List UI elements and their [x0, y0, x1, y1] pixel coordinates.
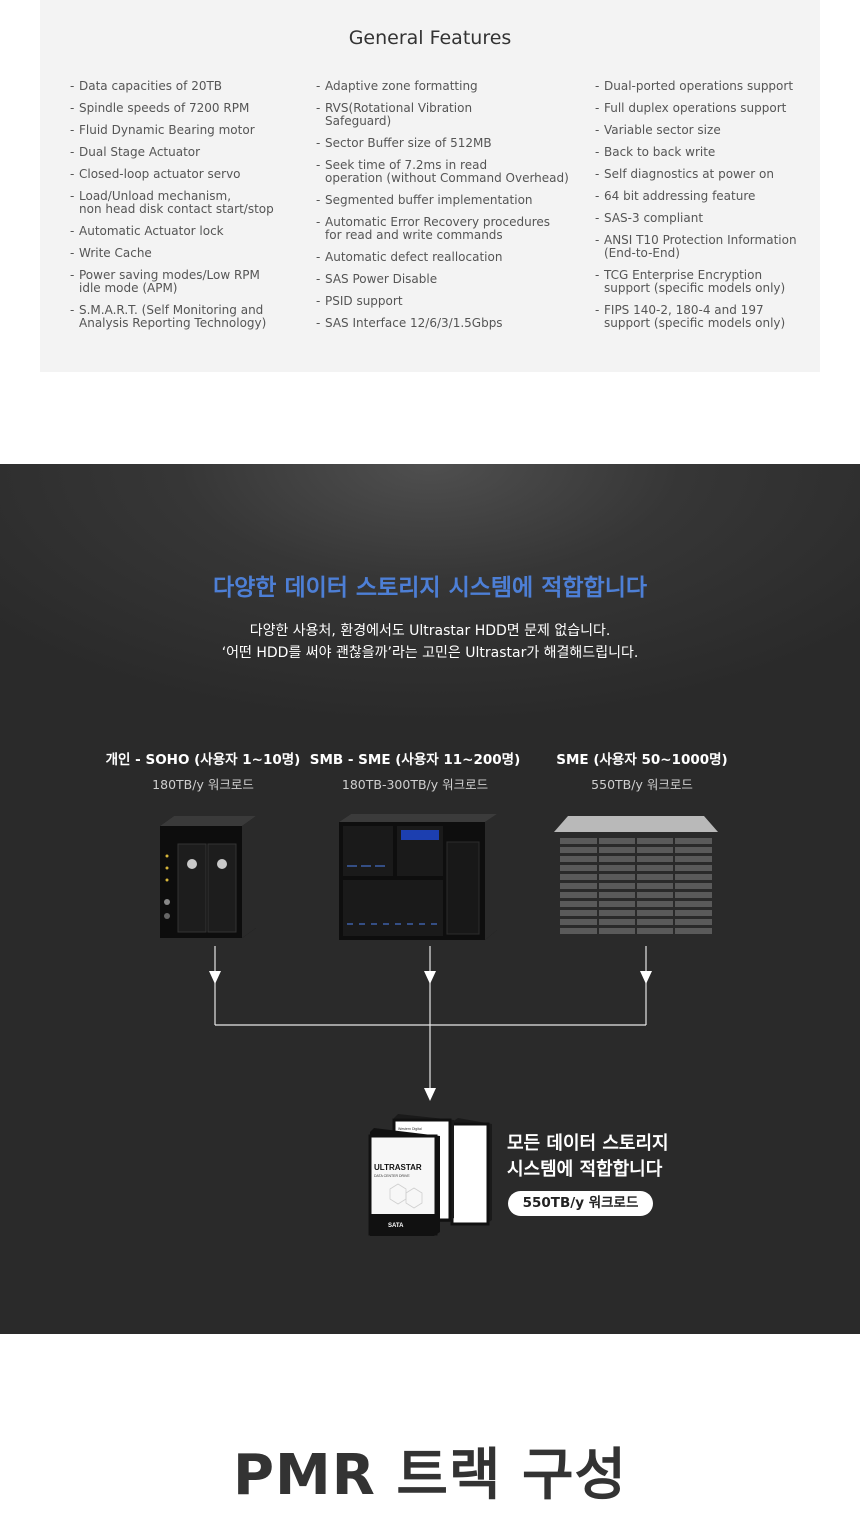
workload-badge: 550TB/y 워크로드	[508, 1191, 653, 1216]
feature-item: Automatic defect reallocation	[316, 251, 586, 265]
feature-item: Sector Buffer size of 512MB	[316, 137, 586, 151]
pmr-section-title: PMR 트랙 구성	[233, 1443, 627, 1508]
features-title: General Features	[348, 27, 512, 49]
feature-item: Spindle speeds of 7200 RPM	[70, 102, 300, 116]
feature-item: PSID support	[316, 295, 586, 309]
features-column-3: Dual-ported operations support Full dupl…	[595, 80, 820, 339]
segment-title: SME (사용자 50~1000명)	[556, 752, 728, 768]
segment-workload: 180TB/y 워크로드	[152, 777, 254, 792]
description-line-2: ‘어떤 HDD를 써야 괜찮을까’라는 고민은 Ultrastar가 해결해드립…	[221, 645, 639, 661]
features-column-1: Data capacities of 20TB Spindle speeds o…	[70, 80, 300, 339]
feature-item: TCG Enterprise Encryption support (speci…	[595, 269, 820, 295]
feature-item: Write Cache	[70, 247, 300, 261]
drive-sub-label: DATA CENTER DRIVE	[374, 1174, 410, 1178]
feature-item: S.M.A.R.T. (Self Monitoring and Analysis…	[70, 304, 300, 330]
result-line-2: 시스템에 적합합니다	[507, 1159, 663, 1180]
nas-2bay-image	[160, 816, 256, 938]
ultrastar-drives-image: ULTRASTAR DATA CENTER DRIVE Western Digi…	[368, 1114, 492, 1236]
result-heading: 모든 데이터 스토리지 시스템에 적합합니다	[507, 1131, 669, 1183]
feature-item: Back to back write	[595, 146, 820, 160]
feature-item: Fluid Dynamic Bearing motor	[70, 124, 300, 138]
feature-item: SAS Power Disable	[316, 273, 586, 287]
feature-item: Self diagnostics at power on	[595, 168, 820, 182]
rack-server-image	[554, 816, 718, 942]
segment-workload: 550TB/y 워크로드	[591, 777, 693, 792]
storage-description: 다양한 사용처, 환경에서도 Ultrastar HDD면 문제 없습니다. ‘…	[0, 620, 860, 664]
description-line-1: 다양한 사용처, 환경에서도 Ultrastar HDD면 문제 없습니다.	[249, 623, 611, 639]
storage-systems-section: 다양한 데이터 스토리지 시스템에 적합합니다 다양한 사용처, 환경에서도 U…	[0, 464, 860, 1334]
segment-smb: SMB - SME (사용자 11~200명) 180TB-300TB/y 워크…	[305, 748, 525, 793]
feature-item: Full duplex operations support	[595, 102, 820, 116]
feature-item: Automatic Error Recovery procedures for …	[316, 216, 586, 242]
feature-item: Data capacities of 20TB	[70, 80, 300, 94]
result-line-1: 모든 데이터 스토리지	[507, 1133, 669, 1154]
flow-diagram-lines	[209, 946, 652, 1101]
feature-item: Automatic Actuator lock	[70, 225, 300, 239]
segment-workload: 180TB-300TB/y 워크로드	[341, 777, 489, 792]
general-features-panel: General Features Data capacities of 20TB…	[40, 0, 820, 372]
segment-sme: SME (사용자 50~1000명) 550TB/y 워크로드	[532, 748, 752, 793]
feature-item: Segmented buffer implementation	[316, 194, 586, 208]
feature-item: SAS-3 compliant	[595, 212, 820, 226]
segment-soho: 개인 - SOHO (사용자 1~10명) 180TB/y 워크로드	[93, 748, 313, 793]
drive-type-label: SATA	[388, 1223, 404, 1229]
feature-item: ANSI T10 Protection Information (End-to-…	[595, 234, 820, 260]
feature-item: Dual-ported operations support	[595, 80, 820, 94]
feature-item: Power saving modes/Low RPM idle mode (AP…	[70, 269, 300, 295]
feature-item: FIPS 140-2, 180-4 and 197 support (speci…	[595, 304, 820, 330]
segment-title: SMB - SME (사용자 11~200명)	[309, 752, 521, 768]
feature-item: Variable sector size	[595, 124, 820, 138]
drive-brand-label: ULTRASTAR	[374, 1163, 422, 1172]
segment-title: 개인 - SOHO (사용자 1~10명)	[105, 752, 301, 768]
feature-item: 64 bit addressing feature	[595, 190, 820, 204]
storage-headline: 다양한 데이터 스토리지 시스템에 적합합니다	[212, 575, 648, 601]
features-column-2: Adaptive zone formatting RVS(Rotational …	[316, 80, 586, 339]
feature-item: Closed-loop actuator servo	[70, 168, 300, 182]
feature-item: SAS Interface 12/6/3/1.5Gbps	[316, 317, 586, 331]
nas-16bay-image	[339, 814, 497, 940]
feature-item: RVS(Rotational Vibration Safeguard)	[316, 102, 586, 128]
feature-item: Seek time of 7.2ms in read operation (wi…	[316, 159, 586, 185]
feature-item: Load/Unload mechanism, non head disk con…	[70, 190, 300, 216]
drive-maker-label: Western Digital	[398, 1127, 422, 1131]
feature-item: Adaptive zone formatting	[316, 80, 586, 94]
feature-item: Dual Stage Actuator	[70, 146, 300, 160]
